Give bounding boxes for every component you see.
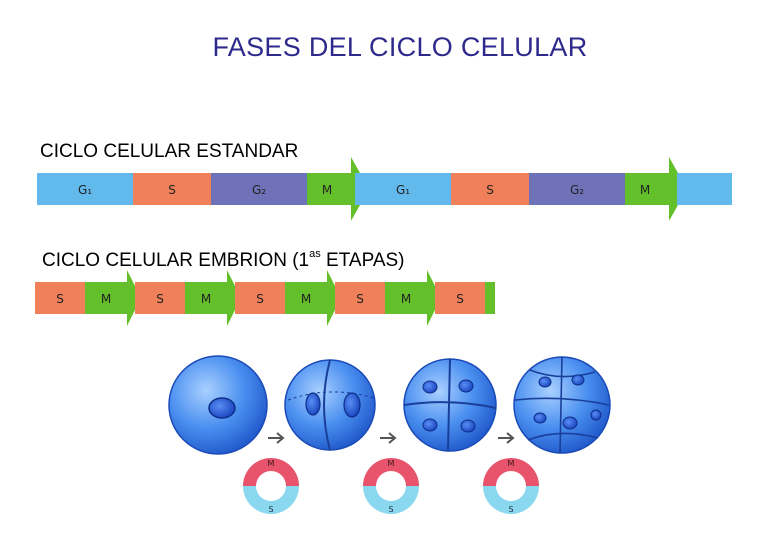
cycle-ring: MS	[243, 458, 299, 514]
phase-label: M	[640, 183, 650, 197]
phase-label: M	[322, 183, 332, 197]
phase-segment-s: S	[133, 173, 211, 205]
phase-segment-tail	[677, 173, 732, 205]
phase-label: S	[168, 183, 176, 197]
ring-top-label: M	[388, 459, 395, 468]
phase-segment-s: S	[235, 282, 285, 314]
standard-cycle-label: CICLO CELULAR ESTANDAR	[40, 141, 299, 162]
arrow-icon	[380, 432, 397, 444]
ring-top-label: M	[268, 459, 275, 468]
arrow-icon	[268, 432, 285, 444]
arrow-icon	[498, 432, 515, 444]
phase-segment-tail	[485, 282, 495, 314]
phase-label: S	[456, 292, 464, 306]
phase-segment-m: M	[385, 270, 441, 326]
phase-label: S	[256, 292, 264, 306]
phase-segment-g1: G₁	[37, 173, 133, 205]
phase-segment-g2: G₂	[529, 173, 625, 205]
cycle-ring: MS	[483, 458, 539, 514]
phase-segment-m: M	[307, 157, 369, 221]
phase-segment-m: M	[185, 270, 241, 326]
cell-4-stage	[403, 358, 497, 452]
phase-label: S	[156, 292, 164, 306]
phase-segment-m: M	[85, 270, 141, 326]
phase-segment-s: S	[35, 282, 85, 314]
embryo-label-superscript: as	[309, 248, 321, 260]
ring-bottom-label: S	[268, 505, 273, 514]
embryo-label-end: ETAPAS)	[320, 250, 405, 271]
phase-segment-s: S	[135, 282, 185, 314]
phase-label: G₂	[252, 183, 266, 197]
phase-label: M	[101, 292, 111, 306]
cycle-ring: MS	[363, 458, 419, 514]
phase-segment-m: M	[285, 270, 341, 326]
embryo-label-main: CICLO CELULAR EMBRION (1	[42, 250, 310, 271]
phase-label: M	[401, 292, 411, 306]
phase-label: S	[56, 292, 64, 306]
phase-label: M	[301, 292, 311, 306]
phase-segment-s: S	[435, 282, 485, 314]
ring-top-label: M	[508, 459, 515, 468]
phase-label: S	[486, 183, 494, 197]
phase-segment-s: S	[335, 282, 385, 314]
phase-segment-m: M	[625, 157, 687, 221]
page-title: FASES DEL CICLO CELULAR	[212, 32, 588, 62]
phase-label: M	[201, 292, 211, 306]
ring-bottom-label: S	[508, 505, 513, 514]
ring-bottom-label: S	[388, 505, 393, 514]
phase-segment-s: S	[451, 173, 529, 205]
cell-2-stage	[284, 359, 376, 451]
phase-label: G₂	[570, 183, 584, 197]
cell-1-stage	[168, 355, 268, 455]
phase-label: S	[356, 292, 364, 306]
phase-label: G₁	[78, 183, 92, 197]
standard-cycle-bar: G₁ S G₂ M G₁ S G₂ M	[37, 157, 732, 221]
phase-segment-g1: G₁	[355, 173, 451, 205]
phase-label: G₁	[396, 183, 410, 197]
embryo-cycle-label: CICLO CELULAR EMBRION (1as ETAPAS)	[42, 248, 405, 272]
phase-segment-g2: G₂	[211, 173, 307, 205]
cell-8-stage	[513, 356, 611, 454]
